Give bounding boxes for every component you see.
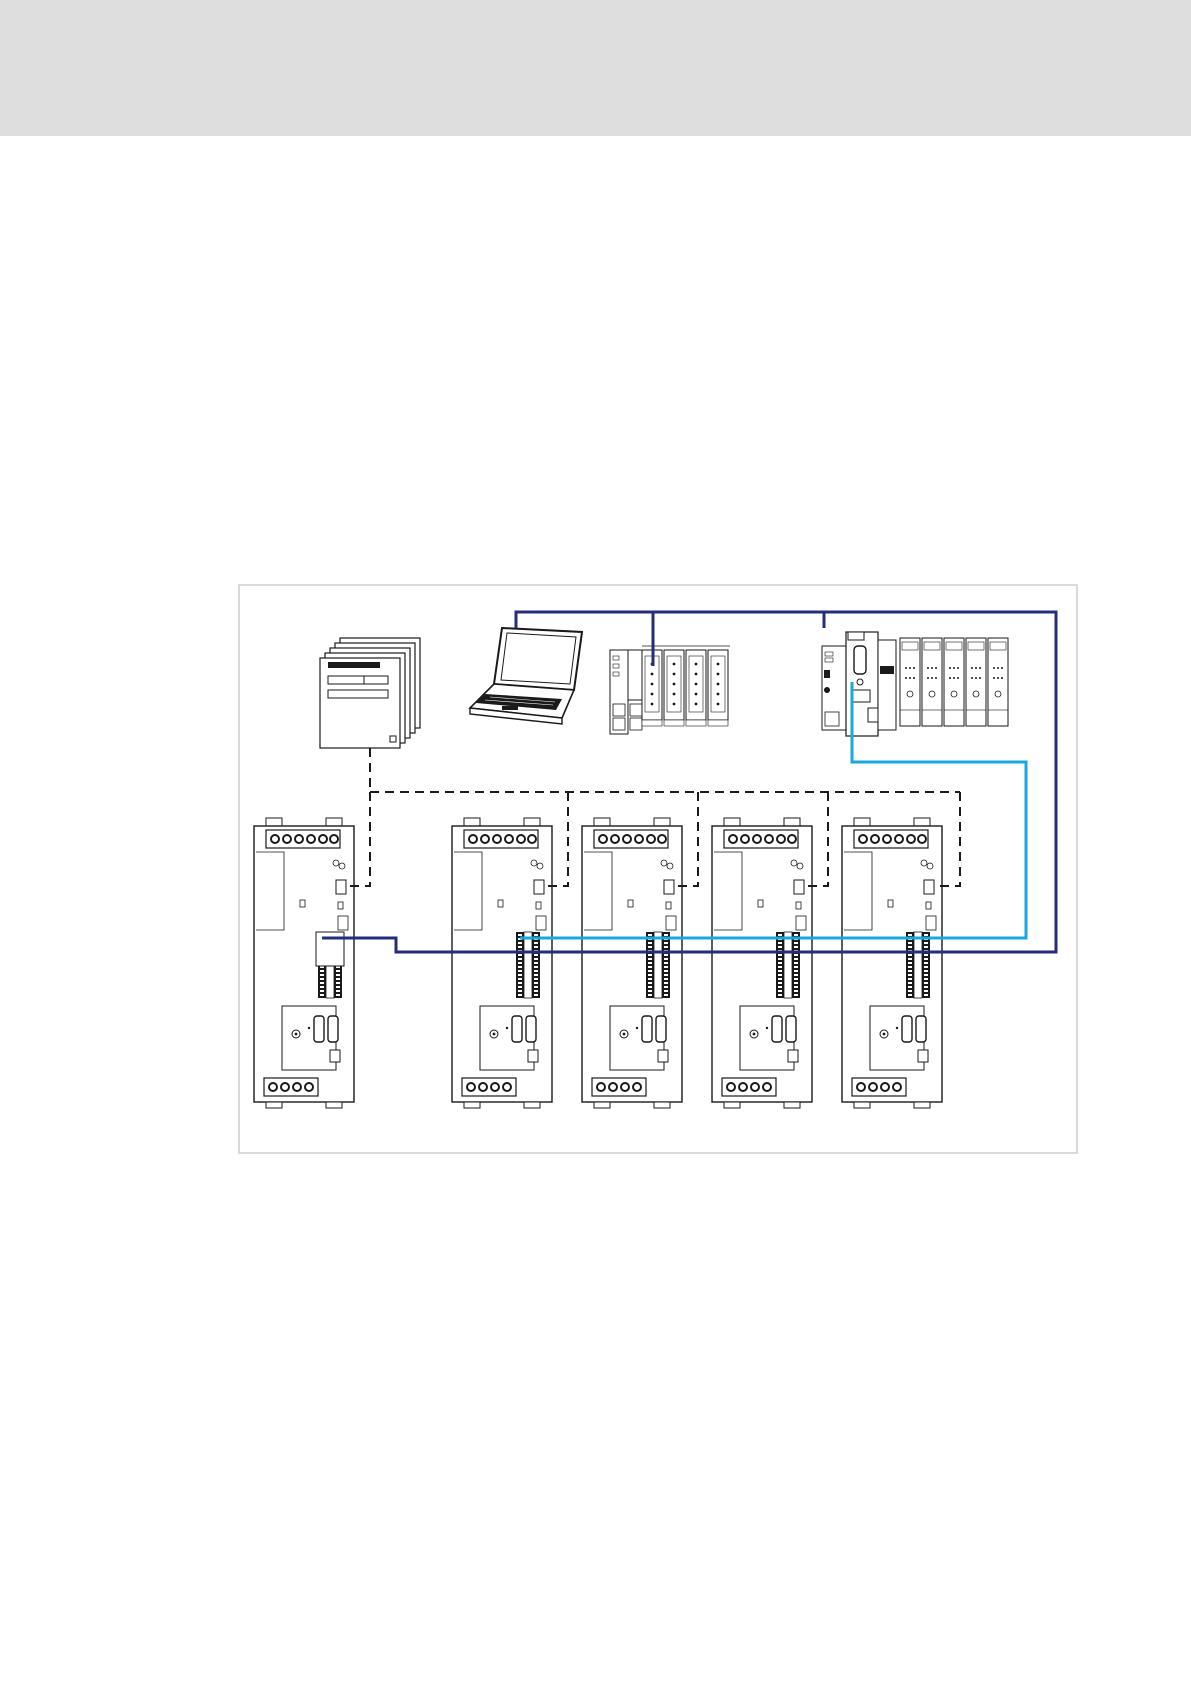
- drive-3: [582, 818, 682, 1108]
- io-system-icon: [610, 646, 730, 734]
- drive-2: [452, 818, 552, 1108]
- laptop-icon: [470, 628, 582, 724]
- topology-diagram: [240, 586, 1080, 1156]
- document-stack-icon: [320, 638, 420, 748]
- plc-controller-icon: [822, 632, 1008, 736]
- drive-4: [712, 818, 812, 1108]
- network-topology-figure: [238, 584, 1078, 1154]
- page-header-band: [0, 0, 1191, 136]
- drive-5: [842, 818, 942, 1108]
